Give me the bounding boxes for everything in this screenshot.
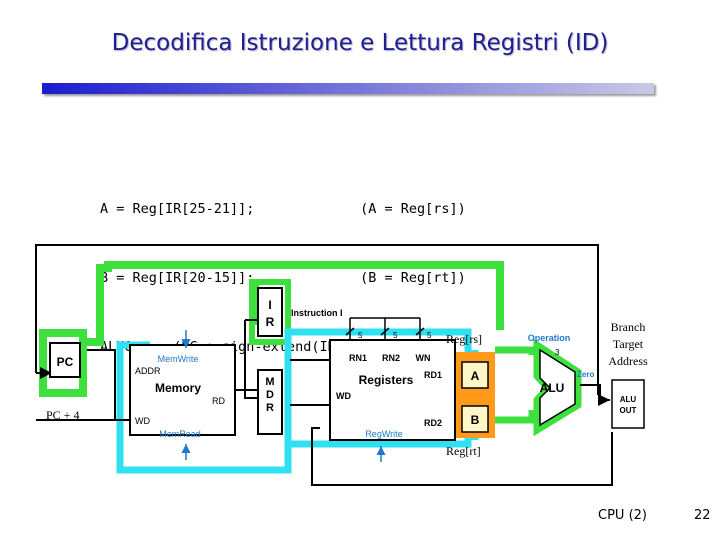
page-number: 22: [694, 508, 711, 523]
slide-title: Decodifica Istruzione e Lettura Registri…: [111, 30, 609, 56]
aluout-register: [611, 379, 645, 429]
mdr-m-label: M: [265, 376, 274, 388]
b-label: B: [471, 413, 480, 427]
branch-target-annotation: Target: [613, 337, 644, 351]
instruction-register: [257, 287, 283, 337]
b-register: [461, 405, 489, 433]
memwrite-label: MemWrite: [158, 354, 199, 364]
code-line: A = Reg[IR[25-21]]; (A = Reg[rs]): [100, 201, 466, 217]
title-underline-bar: [42, 83, 654, 94]
mdr-r-label: R: [266, 402, 274, 414]
branch-target-annotation: Branch: [611, 320, 646, 334]
code-line: B = Reg[IR[20-15]]; (B = Reg[rt]): [100, 270, 466, 286]
reg-rs-annotation: Reg[rs]: [446, 332, 482, 346]
mdr-register: [257, 369, 283, 435]
regwrite-label: RegWrite: [365, 429, 402, 439]
addr-label: ADDR: [135, 366, 161, 376]
aluout-label: OUT: [620, 406, 637, 415]
mem-wd-label: WD: [135, 416, 150, 426]
ir-i-label: I: [268, 298, 271, 312]
op-bits-label: 3: [555, 348, 560, 357]
bus-width-5: 5: [393, 331, 398, 340]
reg-rt-annotation: Reg[rt]: [446, 444, 481, 458]
memread-label: MemRead: [159, 429, 201, 439]
register-file: [329, 339, 456, 441]
rn1-label: RN1: [349, 353, 367, 363]
pc-label: PC: [57, 355, 74, 369]
bus-width-5: 5: [358, 331, 363, 340]
pc-register: [49, 342, 81, 378]
register-input-wires: [345, 317, 425, 340]
a-label: A: [471, 369, 480, 383]
a-register: [461, 361, 489, 389]
datapath-wires: [35, 244, 613, 486]
rd1-label: RD1: [424, 370, 442, 380]
reg-wd-label: WD: [336, 391, 351, 401]
memory-label: Memory: [155, 381, 201, 395]
mdr-d-label: D: [266, 389, 274, 401]
instruction-label: Instruction I: [291, 308, 343, 318]
alu-label: ALU: [540, 381, 565, 395]
pc-plus-4-annotation: PC + 4: [46, 408, 79, 422]
footer-course-label: CPU (2): [598, 508, 647, 523]
rd2-label: RD2: [424, 418, 442, 428]
registers-label: Registers: [359, 373, 414, 387]
alu-unit: [539, 348, 576, 427]
bus-width-5: 5: [427, 331, 432, 340]
branch-target-annotation: Address: [608, 354, 648, 368]
ir-r-label: R: [266, 315, 275, 329]
zero-label: Zero: [577, 370, 594, 379]
wn-label: WN: [416, 353, 431, 363]
rn2-label: RN2: [382, 353, 400, 363]
operation-label: Operation: [528, 333, 571, 343]
mem-rd-label: RD: [212, 396, 225, 406]
aluout-label: ALU: [620, 395, 637, 404]
ir-green-frame: [249, 279, 291, 345]
